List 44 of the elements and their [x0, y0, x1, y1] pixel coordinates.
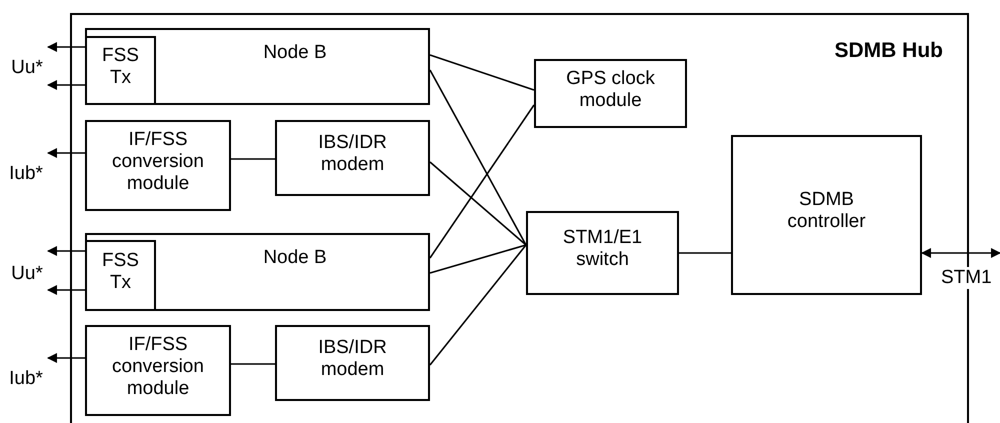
- interface-label: Uu*: [11, 57, 43, 79]
- connector-line: [429, 161, 527, 246]
- connector-line: [679, 252, 731, 254]
- module-box: [526, 211, 679, 295]
- node-label: SDMB controller: [786, 189, 867, 233]
- module-box: [85, 240, 156, 311]
- arrow: [921, 248, 1000, 258]
- edge-label: STM1: [939, 267, 994, 289]
- interface-label: Uu*: [11, 263, 43, 285]
- node-label: STM1/E1 switch: [562, 227, 644, 271]
- hub-title: SDMB Hub: [834, 38, 943, 64]
- module-box: [85, 120, 231, 211]
- arrow: [47, 353, 85, 363]
- connector-line: [430, 54, 534, 91]
- node-label: GPS clock module: [565, 68, 656, 112]
- module-box: [731, 135, 922, 295]
- module-box: [275, 120, 430, 196]
- unit-box: [85, 28, 430, 105]
- node-label: FSS Tx: [101, 250, 140, 294]
- module-box: [85, 36, 156, 105]
- node-label: IBS/IDR modem: [317, 132, 388, 176]
- arrow: [47, 246, 85, 256]
- arrow: [47, 80, 85, 90]
- connector-line: [231, 158, 275, 160]
- interface-label: Iub*: [9, 368, 43, 390]
- module-box: [275, 325, 430, 401]
- node-label: Node B: [262, 247, 328, 269]
- unit-box: [85, 233, 430, 311]
- connector-line: [429, 70, 527, 246]
- node-label: FSS Tx: [101, 44, 140, 88]
- module-box: [534, 59, 687, 128]
- node-label: Node B: [262, 42, 328, 64]
- node-label: IF/FSS conversion module: [111, 334, 205, 400]
- connector-line: [231, 363, 275, 365]
- arrow: [47, 148, 85, 158]
- module-box: [85, 325, 231, 416]
- arrow: [47, 285, 85, 295]
- interface-label: Iub*: [9, 163, 43, 185]
- connector-line: [429, 244, 527, 366]
- connector-line: [429, 104, 535, 258]
- node-label: IF/FSS conversion module: [111, 128, 205, 194]
- arrow: [47, 42, 85, 52]
- connector-line: [430, 244, 526, 274]
- node-label: IBS/IDR modem: [317, 337, 388, 381]
